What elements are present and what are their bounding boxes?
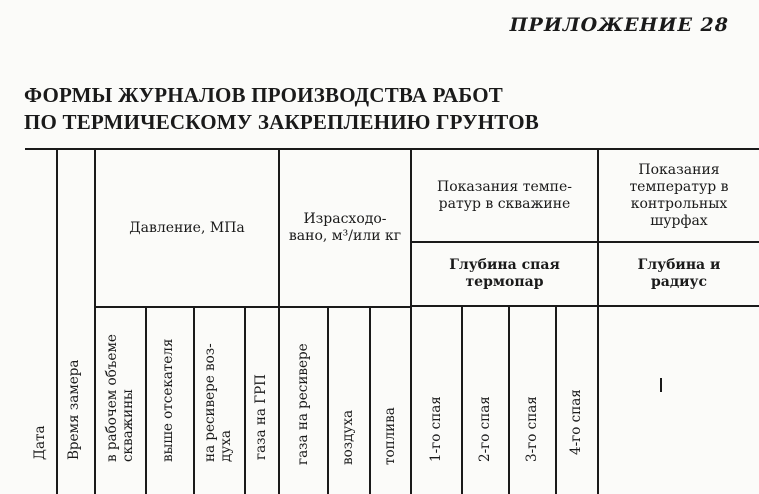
- pits-temp-header: Показания температур в контрольных шурфа…: [629, 161, 729, 229]
- col-consumed-gas: газа на ресивере: [295, 343, 311, 465]
- well-temp-header: Показания темпе-ратур в скважине: [437, 178, 572, 212]
- well-depth-subheader: Глубина спая термопар: [449, 257, 560, 290]
- col-divider-c1: [327, 306, 329, 494]
- col-divider-w2: [508, 306, 510, 494]
- consumed-header: Израсходо-вано, м³/или кг: [288, 211, 402, 244]
- col-well-junction-3: 3-го спая: [524, 396, 540, 462]
- col-divider-time: [94, 148, 96, 494]
- well-sub-divider: [412, 305, 759, 307]
- col-divider-p2: [193, 306, 195, 494]
- col-pressure-above-cutoff: выше отсекателя: [160, 338, 176, 462]
- col-pressure-air-line2: духа: [218, 430, 234, 462]
- col-consumed-fuel: топлива: [382, 407, 398, 465]
- col-well-junction-4: 4-го спая: [568, 389, 584, 455]
- col-pressure-working-line2: скважины: [120, 389, 136, 462]
- col-divider-date: [56, 148, 58, 494]
- col-pressure-air-line1: на ресивере воз-: [202, 343, 218, 462]
- col-divider-p3: [244, 306, 246, 494]
- col-divider-w3: [555, 306, 557, 494]
- col-well-junction-1: 1-го спая: [428, 396, 444, 462]
- col-time: Время замера: [66, 359, 82, 460]
- col-divider-p1: [145, 306, 147, 494]
- table-top-border: [25, 148, 759, 150]
- col-pressure-air-receiver: на ресивере воз- духа: [202, 343, 234, 462]
- col-divider-w1: [461, 306, 463, 494]
- col-well-junction-2: 2-го спая: [477, 396, 493, 462]
- title-line-2: ПО ТЕРМИЧЕСКОМУ ЗАКРЕПЛЕНИЮ ГРУНТОВ: [24, 110, 539, 134]
- page-title: ФОРМЫ ЖУРНАЛОВ ПРОИЗВОДСТВА РАБОТ ПО ТЕР…: [24, 82, 539, 136]
- well-header-divider: [412, 241, 759, 243]
- appendix-label: ПРИЛОЖЕНИЕ 28: [509, 14, 729, 36]
- col-divider-pressure-end: [278, 148, 280, 494]
- col-pressure-working: в рабочем объеме скважины: [104, 334, 136, 462]
- col-pressure-gas-grp: газа на ГРП: [253, 374, 269, 460]
- col-date: Дата: [32, 425, 48, 460]
- pressure-header: Давление, МПа: [129, 219, 245, 236]
- pits-dash-mark: [660, 378, 662, 392]
- title-line-1: ФОРМЫ ЖУРНАЛОВ ПРОИЗВОДСТВА РАБОТ: [24, 83, 503, 107]
- col-divider-consumed-end: [410, 148, 412, 494]
- col-divider-well-end: [597, 148, 599, 494]
- pressure-header-divider: [96, 306, 410, 308]
- col-divider-c2: [369, 306, 371, 494]
- pits-depth-subheader: Глубина и радиус: [637, 257, 721, 290]
- col-consumed-air: воздуха: [340, 409, 356, 465]
- col-pressure-working-line1: в рабочем объеме: [104, 334, 120, 462]
